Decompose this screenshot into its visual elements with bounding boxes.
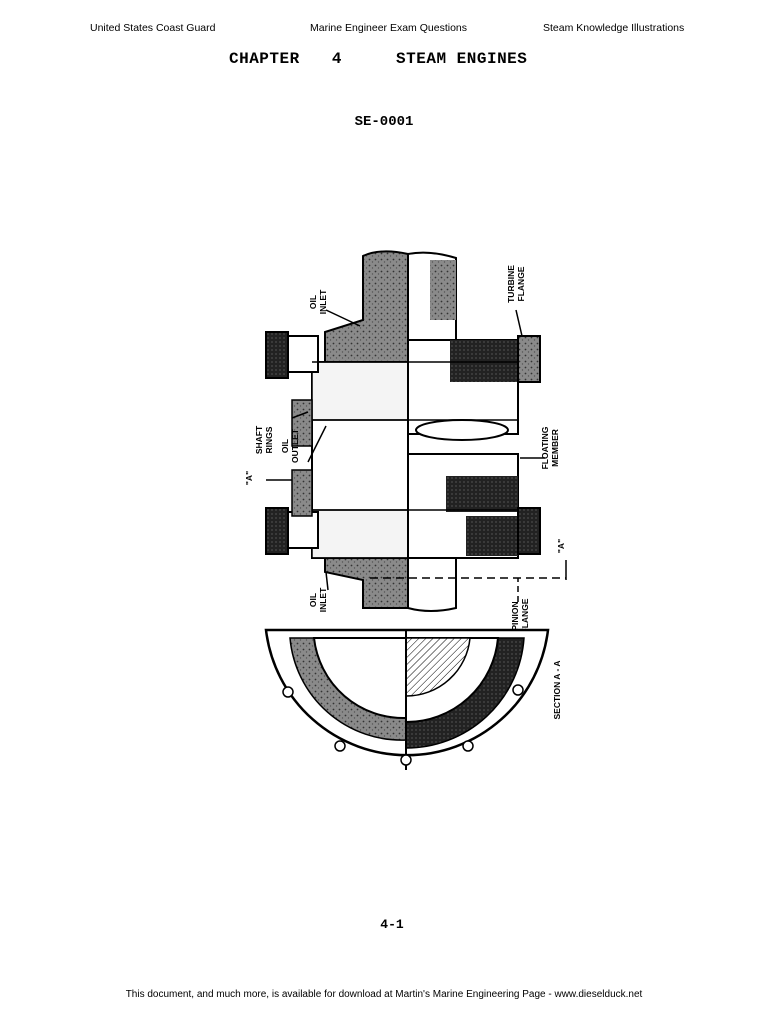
label-floating-member-1: FLOATING: [540, 426, 550, 469]
label-section-a-a: SECTION A - A: [552, 660, 562, 719]
leader-lines: [266, 309, 567, 602]
label-oil-inlet-top: OIL INLET: [308, 289, 328, 314]
label-oil-inlet-bottom-2: INLET: [318, 587, 328, 612]
label-pinion-flange-2: FLANGE: [520, 598, 530, 633]
chapter-number: 4: [331, 50, 342, 68]
label-turbine-flange-1: TURBINE: [506, 265, 516, 303]
section-a-a-view: [264, 628, 550, 770]
question-code: SE-0001: [354, 114, 414, 130]
chapter-label: CHAPTER: [229, 50, 300, 68]
label-section-marker-left: "A": [244, 471, 254, 485]
page-number: 4-1: [380, 917, 404, 932]
label-turbine-flange: TURBINE FLANGE: [506, 265, 526, 303]
label-shaft-rings: SHAFT RINGS: [254, 425, 274, 454]
label-section-marker-right-text: "A": [556, 539, 566, 553]
label-oil-inlet-top-1: OIL: [308, 295, 318, 309]
tie-lines: [312, 361, 518, 559]
label-section-a-a-text: SECTION A - A: [552, 660, 562, 719]
label-oil-outlet: OIL OUTLET: [280, 428, 300, 463]
label-floating-member-2: MEMBER: [550, 429, 560, 467]
chapter-heading: CHAPTER 4 STEAM ENGINES: [229, 50, 527, 68]
label-pinion-flange: PINION FLANGE: [510, 598, 530, 633]
label-section-marker-right: "A": [556, 539, 566, 553]
label-oil-outlet-2: OUTLET: [290, 428, 300, 463]
label-oil-inlet-bottom: OIL INLET: [308, 587, 328, 612]
left-flange: [265, 331, 319, 555]
label-floating-member: FLOATING MEMBER: [540, 426, 560, 469]
label-oil-inlet-top-2: INLET: [318, 289, 328, 314]
right-flange: [517, 335, 541, 555]
label-turbine-flange-2: FLANGE: [516, 266, 526, 301]
label-oil-inlet-bottom-1: OIL: [308, 593, 318, 607]
header-left: United States Coast Guard: [90, 22, 216, 34]
label-pinion-flange-1: PINION: [510, 601, 520, 630]
chapter-title: STEAM ENGINES: [396, 50, 528, 68]
header-center: Marine Engineer Exam Questions: [310, 22, 467, 34]
label-shaft-rings-1: SHAFT: [254, 425, 264, 454]
label-shaft-rings-2: RINGS: [264, 426, 274, 453]
header-right: Steam Knowledge Illustrations: [543, 22, 685, 34]
section-bolts: [282, 684, 524, 766]
coupling-diagram: OIL INLET TURBINE FLANGE SHAFT RINGS OIL…: [244, 250, 567, 770]
right-hub: [407, 251, 519, 612]
coupling-illustration: OIL INLET TURBINE FLANGE SHAFT RINGS OIL…: [230, 240, 580, 780]
footer-note: This document, and much more, is availab…: [125, 989, 643, 1000]
label-section-marker-left-text: "A": [244, 471, 254, 485]
label-oil-outlet-1: OIL: [280, 439, 290, 453]
